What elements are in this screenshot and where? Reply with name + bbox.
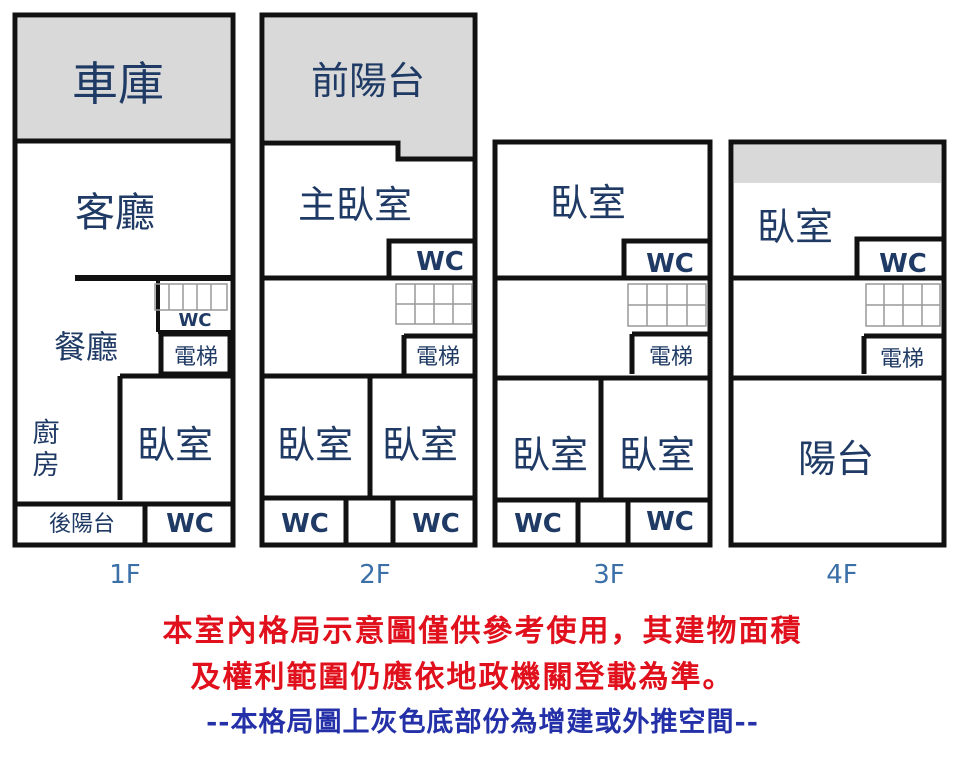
floor-plan: 車庫 客廳 餐廳 廚房 臥室 後陽台 WC 電梯 WC 前陽台 主臥室 WC 電… <box>12 12 947 590</box>
room-bedroom: 臥室 <box>137 423 213 467</box>
extension-strip-area <box>734 145 941 183</box>
room-elevator: 電梯 <box>880 347 924 372</box>
staircase <box>865 283 941 327</box>
room-dining: 餐廳 <box>54 328 118 366</box>
room-elevator: 電梯 <box>174 345 218 370</box>
room-master-bedroom: 主臥室 <box>298 183 412 227</box>
room-wc: WC <box>879 249 927 279</box>
room-wc-bottom-right: WC <box>646 507 694 537</box>
room-front-balcony: 前陽台 <box>311 59 425 103</box>
room-elevator: 電梯 <box>649 345 693 370</box>
room-wc: WC <box>166 509 214 539</box>
gray-area-legend-note: --本格局圖上灰色底部份為增建或外推空間-- <box>206 707 759 738</box>
wall <box>386 238 475 278</box>
room-wc-bottom-left: WC <box>281 509 329 539</box>
room-bedroom-right: 臥室 <box>619 433 695 477</box>
room-bedroom-right: 臥室 <box>382 423 458 467</box>
floor-label-4f: 4F <box>826 560 858 590</box>
room-living: 客廳 <box>75 190 155 236</box>
floor-label-1f: 1F <box>109 560 141 590</box>
room-wc-bottom-left: WC <box>514 509 562 539</box>
floor-2f: 前陽台 主臥室 WC 電梯 臥室 臥室 WC WC <box>259 12 478 548</box>
room-wc-bottom-right: WC <box>412 509 460 539</box>
room-bedroom: 臥室 <box>757 205 833 249</box>
staircase <box>627 283 707 327</box>
floor-label-2f: 2F <box>359 560 391 590</box>
room-garage: 車庫 <box>72 57 164 111</box>
room-elevator: 電梯 <box>416 345 460 370</box>
floor-3f: 臥室 WC 電梯 臥室 臥室 WC WC <box>492 139 713 548</box>
front-balcony-extension-area <box>265 18 472 157</box>
floor-label-3f: 3F <box>593 560 625 590</box>
room-kitchen: 廚房 <box>33 418 60 481</box>
floor-4f: 臥室 WC 電梯 陽台 <box>728 139 947 548</box>
room-bedroom-left: 臥室 <box>512 433 588 477</box>
disclaimer-line-2: 及權利範圍仍應依地政機關登載為準。 <box>190 660 735 695</box>
wall <box>262 140 475 162</box>
room-wc-top: WC <box>646 249 694 279</box>
floor-4f-outline <box>728 139 947 548</box>
garage-extension-area <box>18 18 230 140</box>
disclaimer-line-1: 本室內格局示意圖僅供參考使用，其建物面積 <box>162 614 803 649</box>
floor-3f-outline <box>492 139 713 548</box>
room-bedroom-left: 臥室 <box>277 423 353 467</box>
room-bedroom-top: 臥室 <box>550 181 626 225</box>
room-back-balcony: 後陽台 <box>49 512 115 537</box>
staircase <box>395 283 473 325</box>
room-wc-top: WC <box>416 247 464 277</box>
room-wc-small: WC <box>178 310 211 331</box>
wall <box>621 238 710 278</box>
staircase <box>154 283 228 311</box>
wall <box>854 236 944 278</box>
room-balcony: 陽台 <box>798 437 874 481</box>
floor-1f: 車庫 客廳 餐廳 廚房 臥室 後陽台 WC 電梯 WC <box>12 12 236 548</box>
